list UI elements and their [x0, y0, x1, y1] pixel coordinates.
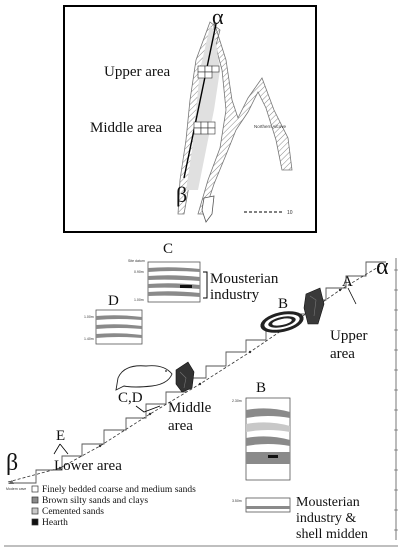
- mussel-shell-icon: [260, 311, 304, 333]
- profile-middle-area-line1: Middle: [168, 400, 212, 416]
- cave-wall-right: [197, 21, 293, 215]
- profile-label-cd: C,D: [118, 390, 143, 406]
- section-b-label: B: [256, 380, 266, 396]
- section-b-caption-line2: industry &: [296, 511, 356, 526]
- label-e-pointer: [53, 443, 69, 455]
- map-alpha-label: α: [212, 4, 224, 29]
- legend-label: Hearth: [42, 518, 68, 528]
- section-c-bracket: [203, 271, 208, 299]
- profile-points: [58, 288, 342, 470]
- seal-icon: [115, 365, 173, 391]
- scale-label: 10: [287, 210, 293, 216]
- section-d-depth-1: 1.00m: [84, 315, 94, 319]
- mouth-marker-icon: [8, 480, 14, 484]
- legend-swatch: [31, 485, 39, 493]
- legend-label: Cemented sands: [42, 507, 104, 517]
- section-d-label: D: [108, 293, 119, 309]
- profile-beta-label: β: [6, 450, 18, 476]
- section-c-caption-line2: industry: [210, 287, 260, 303]
- transect-line: [183, 23, 217, 179]
- label-cd-pointer: [135, 405, 161, 413]
- map-middle-area-label: Middle area: [90, 120, 162, 136]
- profile-middle-area-line2: area: [168, 418, 193, 434]
- section-b: B 2.30m 3.50m Mousterian industry & shel…: [232, 380, 368, 542]
- excavation-grid-upper: [197, 65, 220, 79]
- section-b-depth-label-2: 3.50m: [232, 499, 242, 503]
- section-b-caption-line3: shell midden: [296, 527, 368, 542]
- profile-label-a: A: [342, 274, 353, 290]
- label-a-pointer: [347, 287, 357, 305]
- section-c-depth-2: 1.00m: [134, 298, 144, 302]
- map-northern-alcove-label: Northern Alcove: [254, 124, 287, 129]
- legend-swatch: [31, 507, 39, 515]
- profile-alpha-label: α: [376, 254, 389, 280]
- map-beta-label: β: [176, 182, 187, 207]
- profile-label-b: B: [278, 296, 288, 312]
- section-b-depth-label: 2.30m: [232, 399, 242, 403]
- rock-fragment: [201, 195, 215, 223]
- section-c: C Site datum 0.90m 1.00m Mousterian indu…: [128, 241, 279, 303]
- section-b-lower-layer: [246, 506, 290, 509]
- legend: Finely bedded coarse and medium sandsBro…: [31, 485, 196, 528]
- cave-profile: α β Modern cave A B E C,D Upper area Mid…: [4, 254, 398, 547]
- profile-upper-area-line2: area: [330, 346, 355, 362]
- stone-tool-icon-upper: [303, 287, 325, 325]
- section-b-caption-line1: Mousterian: [296, 495, 360, 510]
- section-c-layers: [148, 267, 200, 297]
- vertical-scale: [394, 258, 398, 540]
- excavation-grid-middle: [193, 121, 216, 135]
- plan-map: 10 α β Upper area Middle area Northern A…: [63, 4, 317, 233]
- section-c-caption-line1: Mousterian: [210, 271, 279, 287]
- section-c-label: C: [163, 241, 173, 257]
- legend-label: Finely bedded coarse and medium sands: [42, 485, 196, 495]
- section-b-layers: [246, 408, 290, 464]
- profile-label-e: E: [56, 428, 65, 444]
- profile-upper-area-line1: Upper: [330, 328, 368, 344]
- stone-tool-icon-middle: [175, 361, 195, 393]
- section-b-lower-block: [245, 497, 291, 513]
- profile-staircase: [10, 261, 386, 484]
- section-d: D 1.00m 1.40m: [84, 293, 143, 345]
- section-d-layers: [96, 315, 142, 338]
- profile-mouth-label: Modern cave: [6, 487, 26, 491]
- legend-swatch: [31, 518, 39, 526]
- section-d-depth-2: 1.40m: [84, 337, 94, 341]
- profile-lower-area-label: Lower area: [54, 458, 122, 474]
- legend-label: Brown silty sands and clays: [42, 496, 148, 506]
- section-c-header-note: Site datum: [128, 259, 145, 263]
- section-c-depth-1: 0.90m: [134, 270, 144, 274]
- legend-swatch: [31, 496, 39, 504]
- map-upper-area-label: Upper area: [104, 64, 171, 80]
